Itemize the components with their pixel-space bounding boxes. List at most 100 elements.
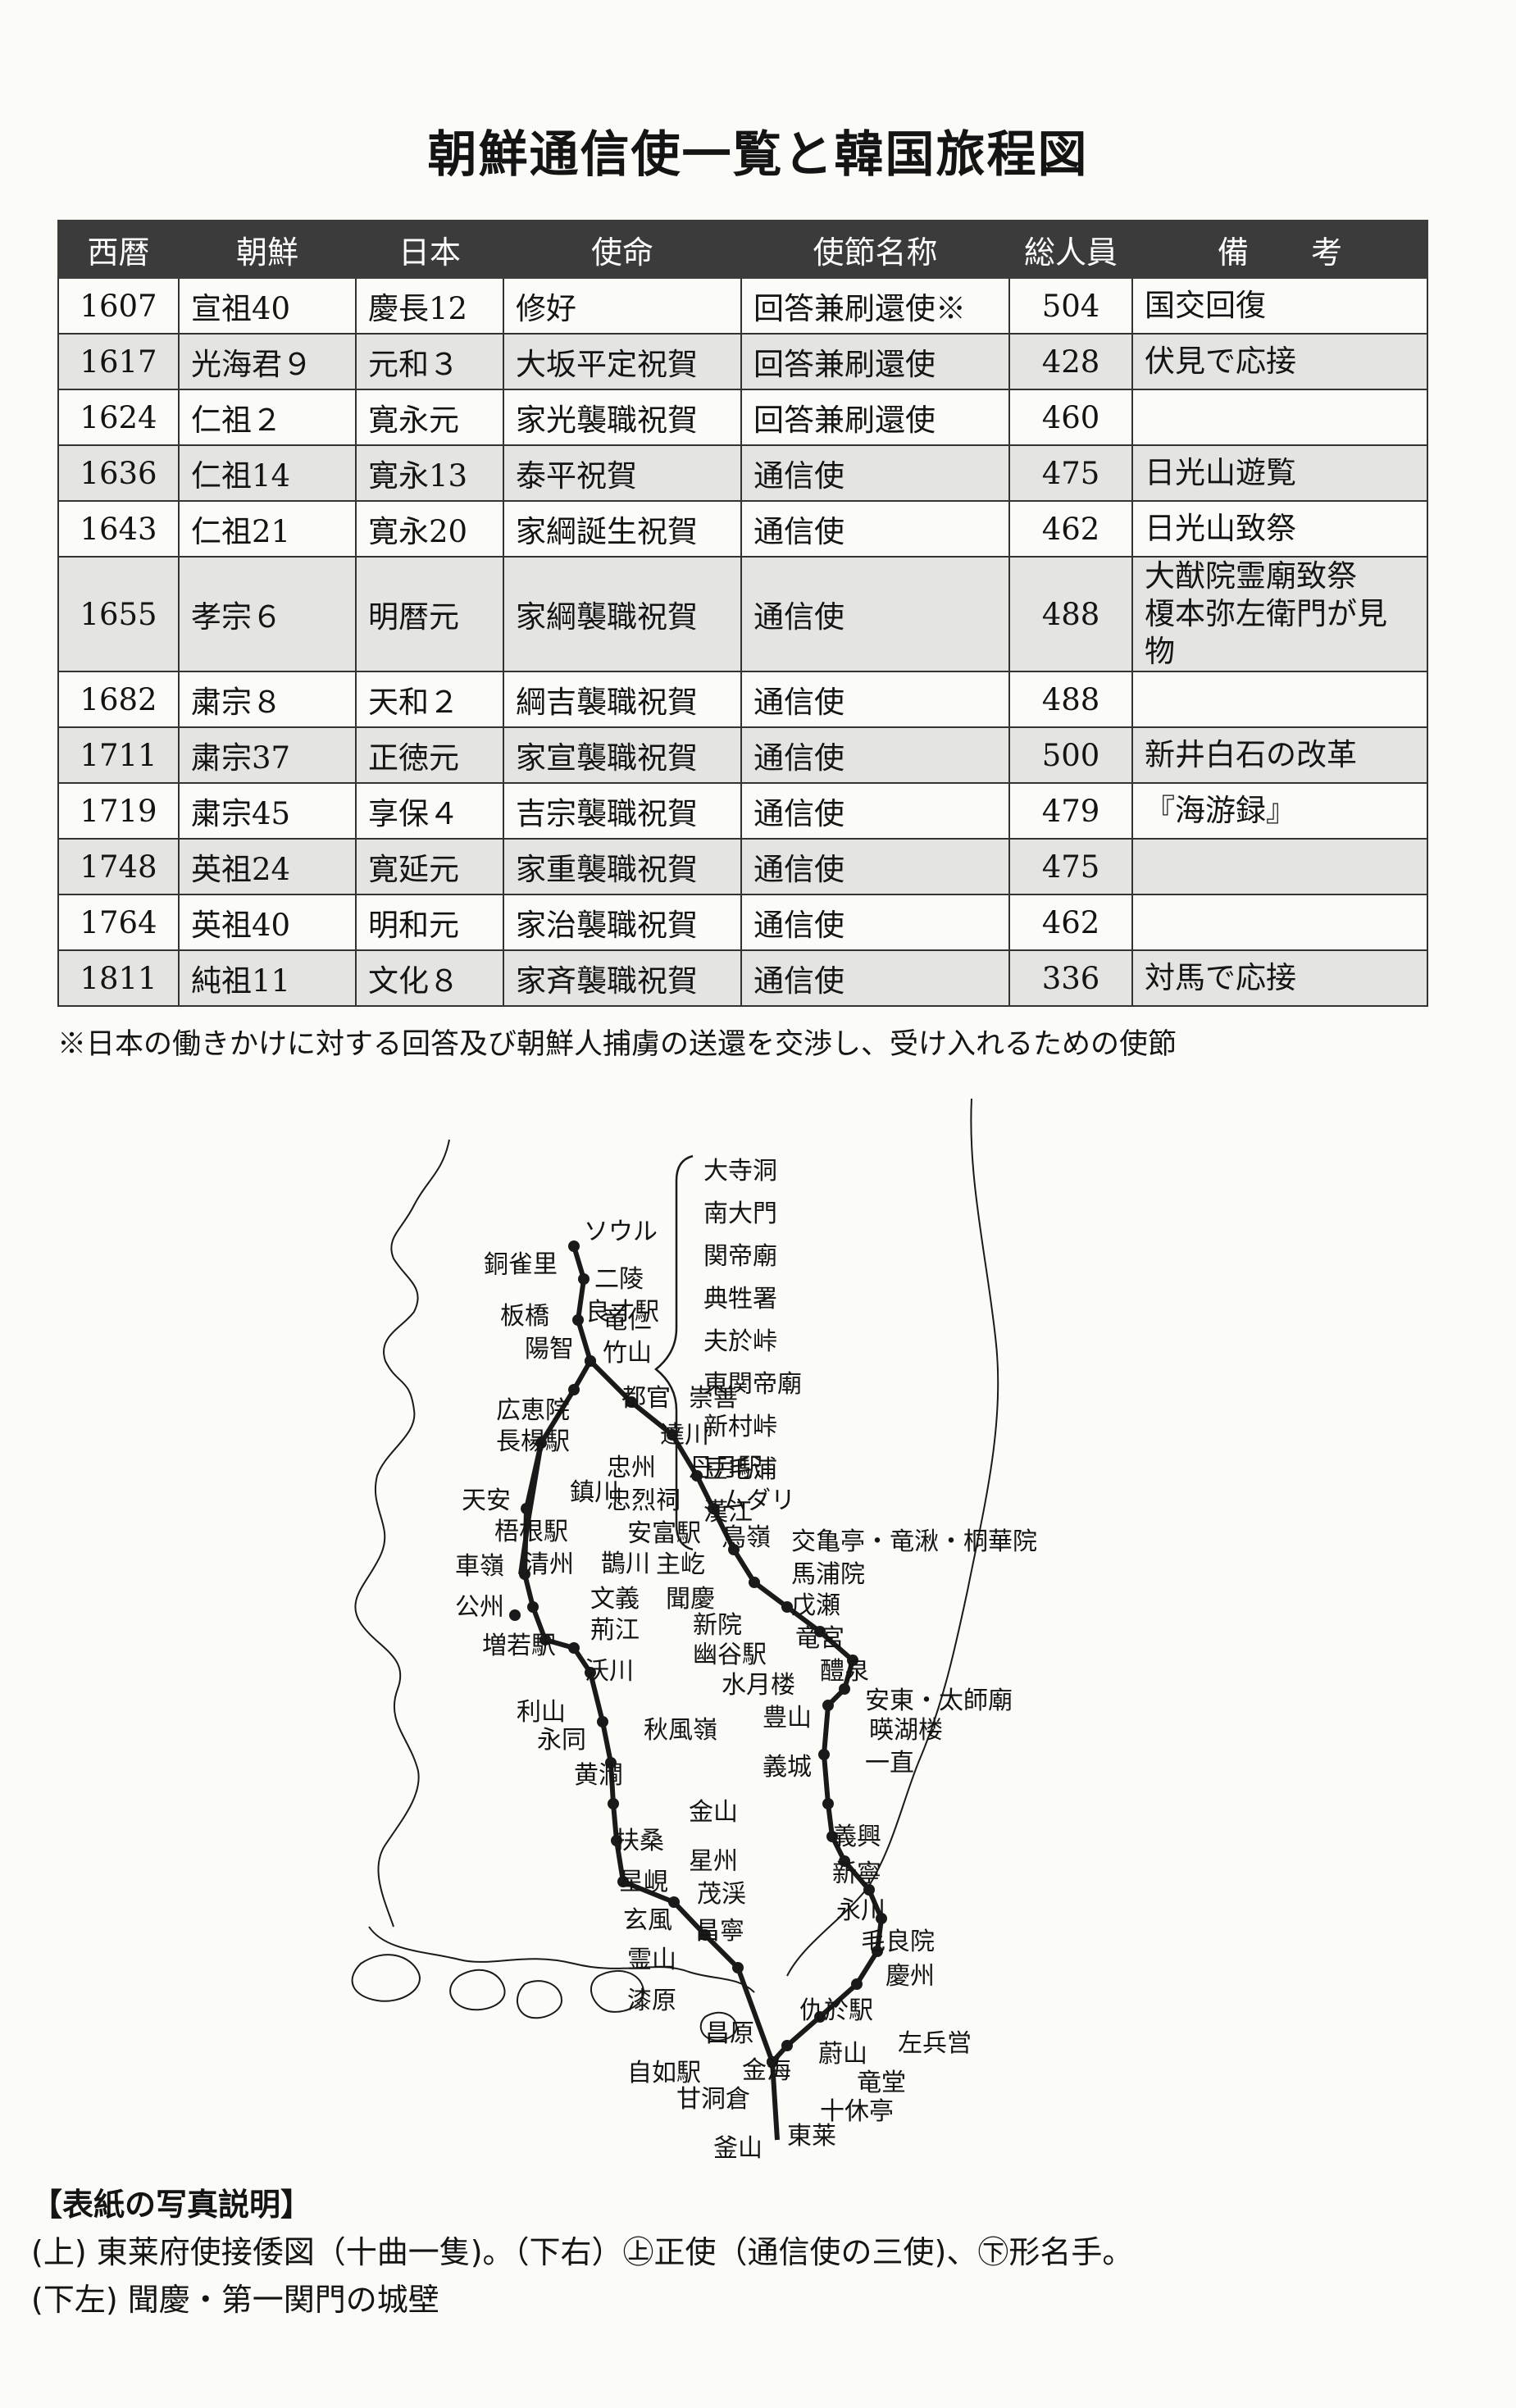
- route-stop-dot: [539, 1634, 551, 1646]
- route-stop-dot: [876, 1913, 887, 1924]
- cell-name: 回答兼刷還使※: [740, 277, 1010, 335]
- place-label: 公州: [455, 1593, 504, 1622]
- route-stop-dot: [605, 1757, 617, 1768]
- cell-mission: 家光襲職祝賀: [503, 389, 742, 446]
- cell-japan: 寛永13: [355, 444, 504, 502]
- place-label: 永川: [836, 1896, 885, 1925]
- caption-line-2: (下左) 聞慶・第一関門の城壁: [31, 2282, 439, 2318]
- cell-total: 488: [1008, 671, 1133, 728]
- cell-note: 日光山遊覧: [1131, 444, 1428, 502]
- cell-mission: 吉宗襲職祝賀: [503, 782, 742, 840]
- place-label: 夫於峠: [703, 1327, 777, 1356]
- place-label: 良才駅: [585, 1298, 659, 1327]
- place-label: 星州: [689, 1847, 738, 1876]
- cover-photo-caption: 【表紙の写真説明】 (上) 東莱府使接倭図（十曲一隻)。（下右）㊤正使（通信使の…: [31, 2181, 1133, 2324]
- route-stop-dot: [728, 1544, 740, 1555]
- cell-korea: 粛宗45: [178, 782, 357, 840]
- route-stop-dot: [732, 1962, 744, 1973]
- place-label: 暎湖楼: [869, 1716, 943, 1745]
- route-stop-dot: [535, 1437, 547, 1449]
- place-label: 丹月駅: [689, 1454, 763, 1482]
- place-label: 主屹: [656, 1550, 705, 1579]
- cell-japan: 寛永20: [355, 500, 504, 558]
- route-stop-dot: [826, 1831, 838, 1842]
- route-stop-dot: [611, 1835, 622, 1846]
- cell-note: 大猷院霊廟致祭榎本弥左衛門が見物: [1131, 556, 1428, 672]
- place-label: 左兵営: [898, 2029, 972, 2058]
- cell-year: 1636: [57, 444, 180, 502]
- place-label: 水月楼: [722, 1671, 795, 1700]
- place-label: 新院: [693, 1611, 742, 1640]
- cell-mission: 家綱誕生祝賀: [503, 500, 742, 558]
- place-label: 玄風: [623, 1906, 672, 1935]
- table-header-row: 西暦 朝鮮 日本 使命 使節名称 総人員 備 考: [57, 220, 1428, 279]
- cell-japan: 文化８: [355, 949, 504, 1007]
- place-label: 一直: [865, 1749, 914, 1778]
- place-label: 二陵: [594, 1265, 644, 1294]
- route-stop-dot: [814, 2011, 826, 2023]
- cell-note: 日光山致祭: [1131, 500, 1428, 558]
- place-label: 安東・太師廟: [865, 1687, 1013, 1715]
- place-label: 利山: [517, 1698, 566, 1727]
- cell-name: 通信使: [740, 838, 1010, 895]
- route-stop-dot: [781, 1601, 793, 1613]
- cell-year: 1748: [57, 838, 180, 895]
- cell-year: 1655: [57, 556, 180, 672]
- route-stop-dot: [519, 1568, 530, 1580]
- place-label: ソウル: [584, 1218, 658, 1246]
- caption-heading: 【表紙の写真説明】: [31, 2187, 312, 2223]
- place-label: 長楊駅: [496, 1427, 570, 1456]
- cell-mission: 家斉襲職祝賀: [503, 949, 742, 1007]
- west-coastline: [354, 1139, 755, 1993]
- place-label: 幽谷駅: [693, 1641, 767, 1669]
- cell-japan: 慶長12: [355, 277, 504, 335]
- cell-korea: 粛宗８: [178, 671, 357, 728]
- cell-mission: 家宣襲職祝賀: [503, 726, 742, 784]
- cell-total: 462: [1008, 894, 1133, 951]
- place-label: 釜山: [713, 2134, 763, 2163]
- cell-japan: 明暦元: [355, 556, 504, 672]
- place-label: 戊瀬: [791, 1591, 840, 1620]
- cell-total: 488: [1008, 556, 1133, 672]
- cell-total: 504: [1008, 277, 1133, 335]
- southern-islands: [351, 1954, 738, 2042]
- cell-korea: 光海君９: [178, 333, 357, 390]
- place-label: 忠烈祠: [607, 1486, 681, 1515]
- place-label: 車嶺: [455, 1552, 504, 1581]
- place-label: 秋風嶺: [644, 1716, 717, 1745]
- place-label: 漢江: [703, 1498, 753, 1527]
- place-label: 忠州: [607, 1454, 656, 1482]
- cell-mission: 家重襲職祝賀: [503, 838, 742, 895]
- caption-line-1: (上) 東莱府使接倭図（十曲一隻)。（下右）㊤正使（通信使の三使)、㊦形名手。: [31, 2234, 1134, 2270]
- place-label: 十休亭: [820, 2097, 894, 2126]
- place-label: 仇於駅: [799, 1996, 873, 2025]
- place-label: 鎮川: [570, 1478, 619, 1507]
- place-label: 東関帝廟: [703, 1370, 802, 1399]
- route-stop-dot: [699, 1929, 711, 1941]
- place-label: 沃川: [585, 1657, 634, 1686]
- place-label: 義城: [763, 1753, 812, 1782]
- route-stop-dot: [521, 1503, 532, 1514]
- route-stop-dot: [872, 1946, 883, 1957]
- cell-total: 428: [1008, 333, 1133, 390]
- place-label: 新寧: [832, 1859, 881, 1888]
- cell-year: 1643: [57, 500, 180, 558]
- place-label: 義興: [832, 1823, 881, 1851]
- place-label: 関帝廟: [703, 1242, 777, 1271]
- place-label: 馬浦院: [791, 1560, 865, 1589]
- route-stop-dot: [626, 1396, 637, 1408]
- cell-name: 通信使: [740, 949, 1010, 1007]
- cell-mission: 泰平祝賀: [503, 444, 742, 502]
- cell-mission: 家治襲職祝賀: [503, 894, 742, 951]
- route-stop-dot: [847, 1655, 858, 1666]
- route-stop-dot: [767, 2056, 778, 2068]
- route-stop-dot: [568, 1642, 580, 1654]
- place-label: 天安: [462, 1486, 511, 1515]
- route-stop-dot: [527, 1601, 539, 1613]
